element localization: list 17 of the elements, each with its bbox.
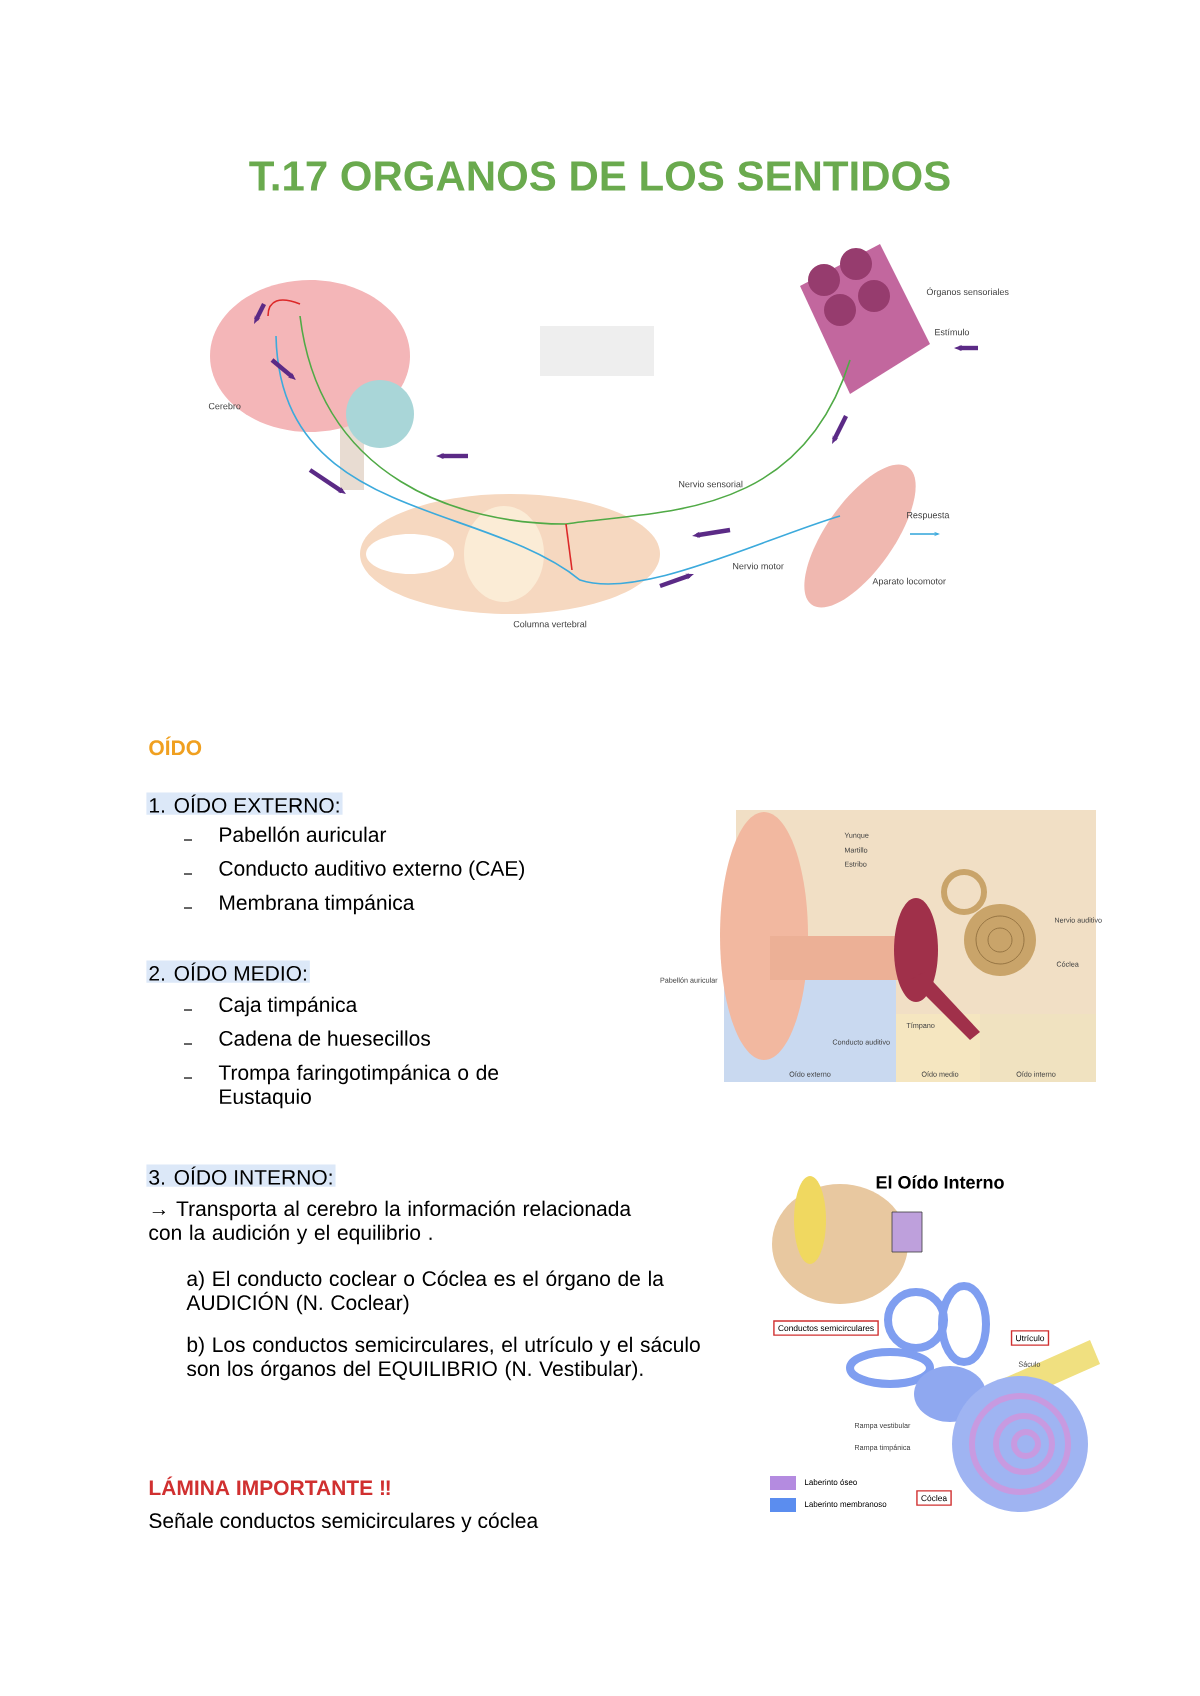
figure-title: El Oído Interno	[876, 1175, 1004, 1189]
list-item: a) El conducto coclear o Cóclea es el órgano de la AUDICIÓN (N. Coclear)	[186, 1270, 664, 1315]
subsection-heading: 1. OÍDO EXTERNO:	[146, 792, 343, 815]
list-item: Trompa faringotimpánica o de Eustaquio	[183, 1064, 499, 1109]
title: T.17 ORGANOS DE LOS SENTIDOS	[249, 161, 950, 191]
subsection-heading: 3. OÍDO INTERNO:	[146, 1164, 336, 1187]
list-item: b) Los conductos semicirculares, el utrículo y el sáculo son los órganos del EQUILIBRIO (N. Vestibular).	[187, 1336, 700, 1381]
list-item: Membrana timpánica	[183, 894, 415, 915]
section-heading: OÍDO	[149, 736, 202, 756]
subsection-heading: 2. OÍDO MEDIO:	[146, 960, 310, 983]
warning-heading: LÁMINA IMPORTANTE ‼	[149, 1476, 390, 1496]
list-item: Pabellón auricular	[183, 826, 387, 843]
paragraph: → Transporta al cerebro la información relacionada con la audición y el equilibrio .	[149, 1200, 632, 1245]
list-item: Caja timpánica	[183, 996, 358, 1017]
list-item: Conducto auditivo externo (CAE)	[183, 860, 524, 880]
list-item: Cadena de huesecillos	[183, 1030, 431, 1046]
paragraph: Señale conductos semicirculares y cóclea	[149, 1512, 539, 1533]
